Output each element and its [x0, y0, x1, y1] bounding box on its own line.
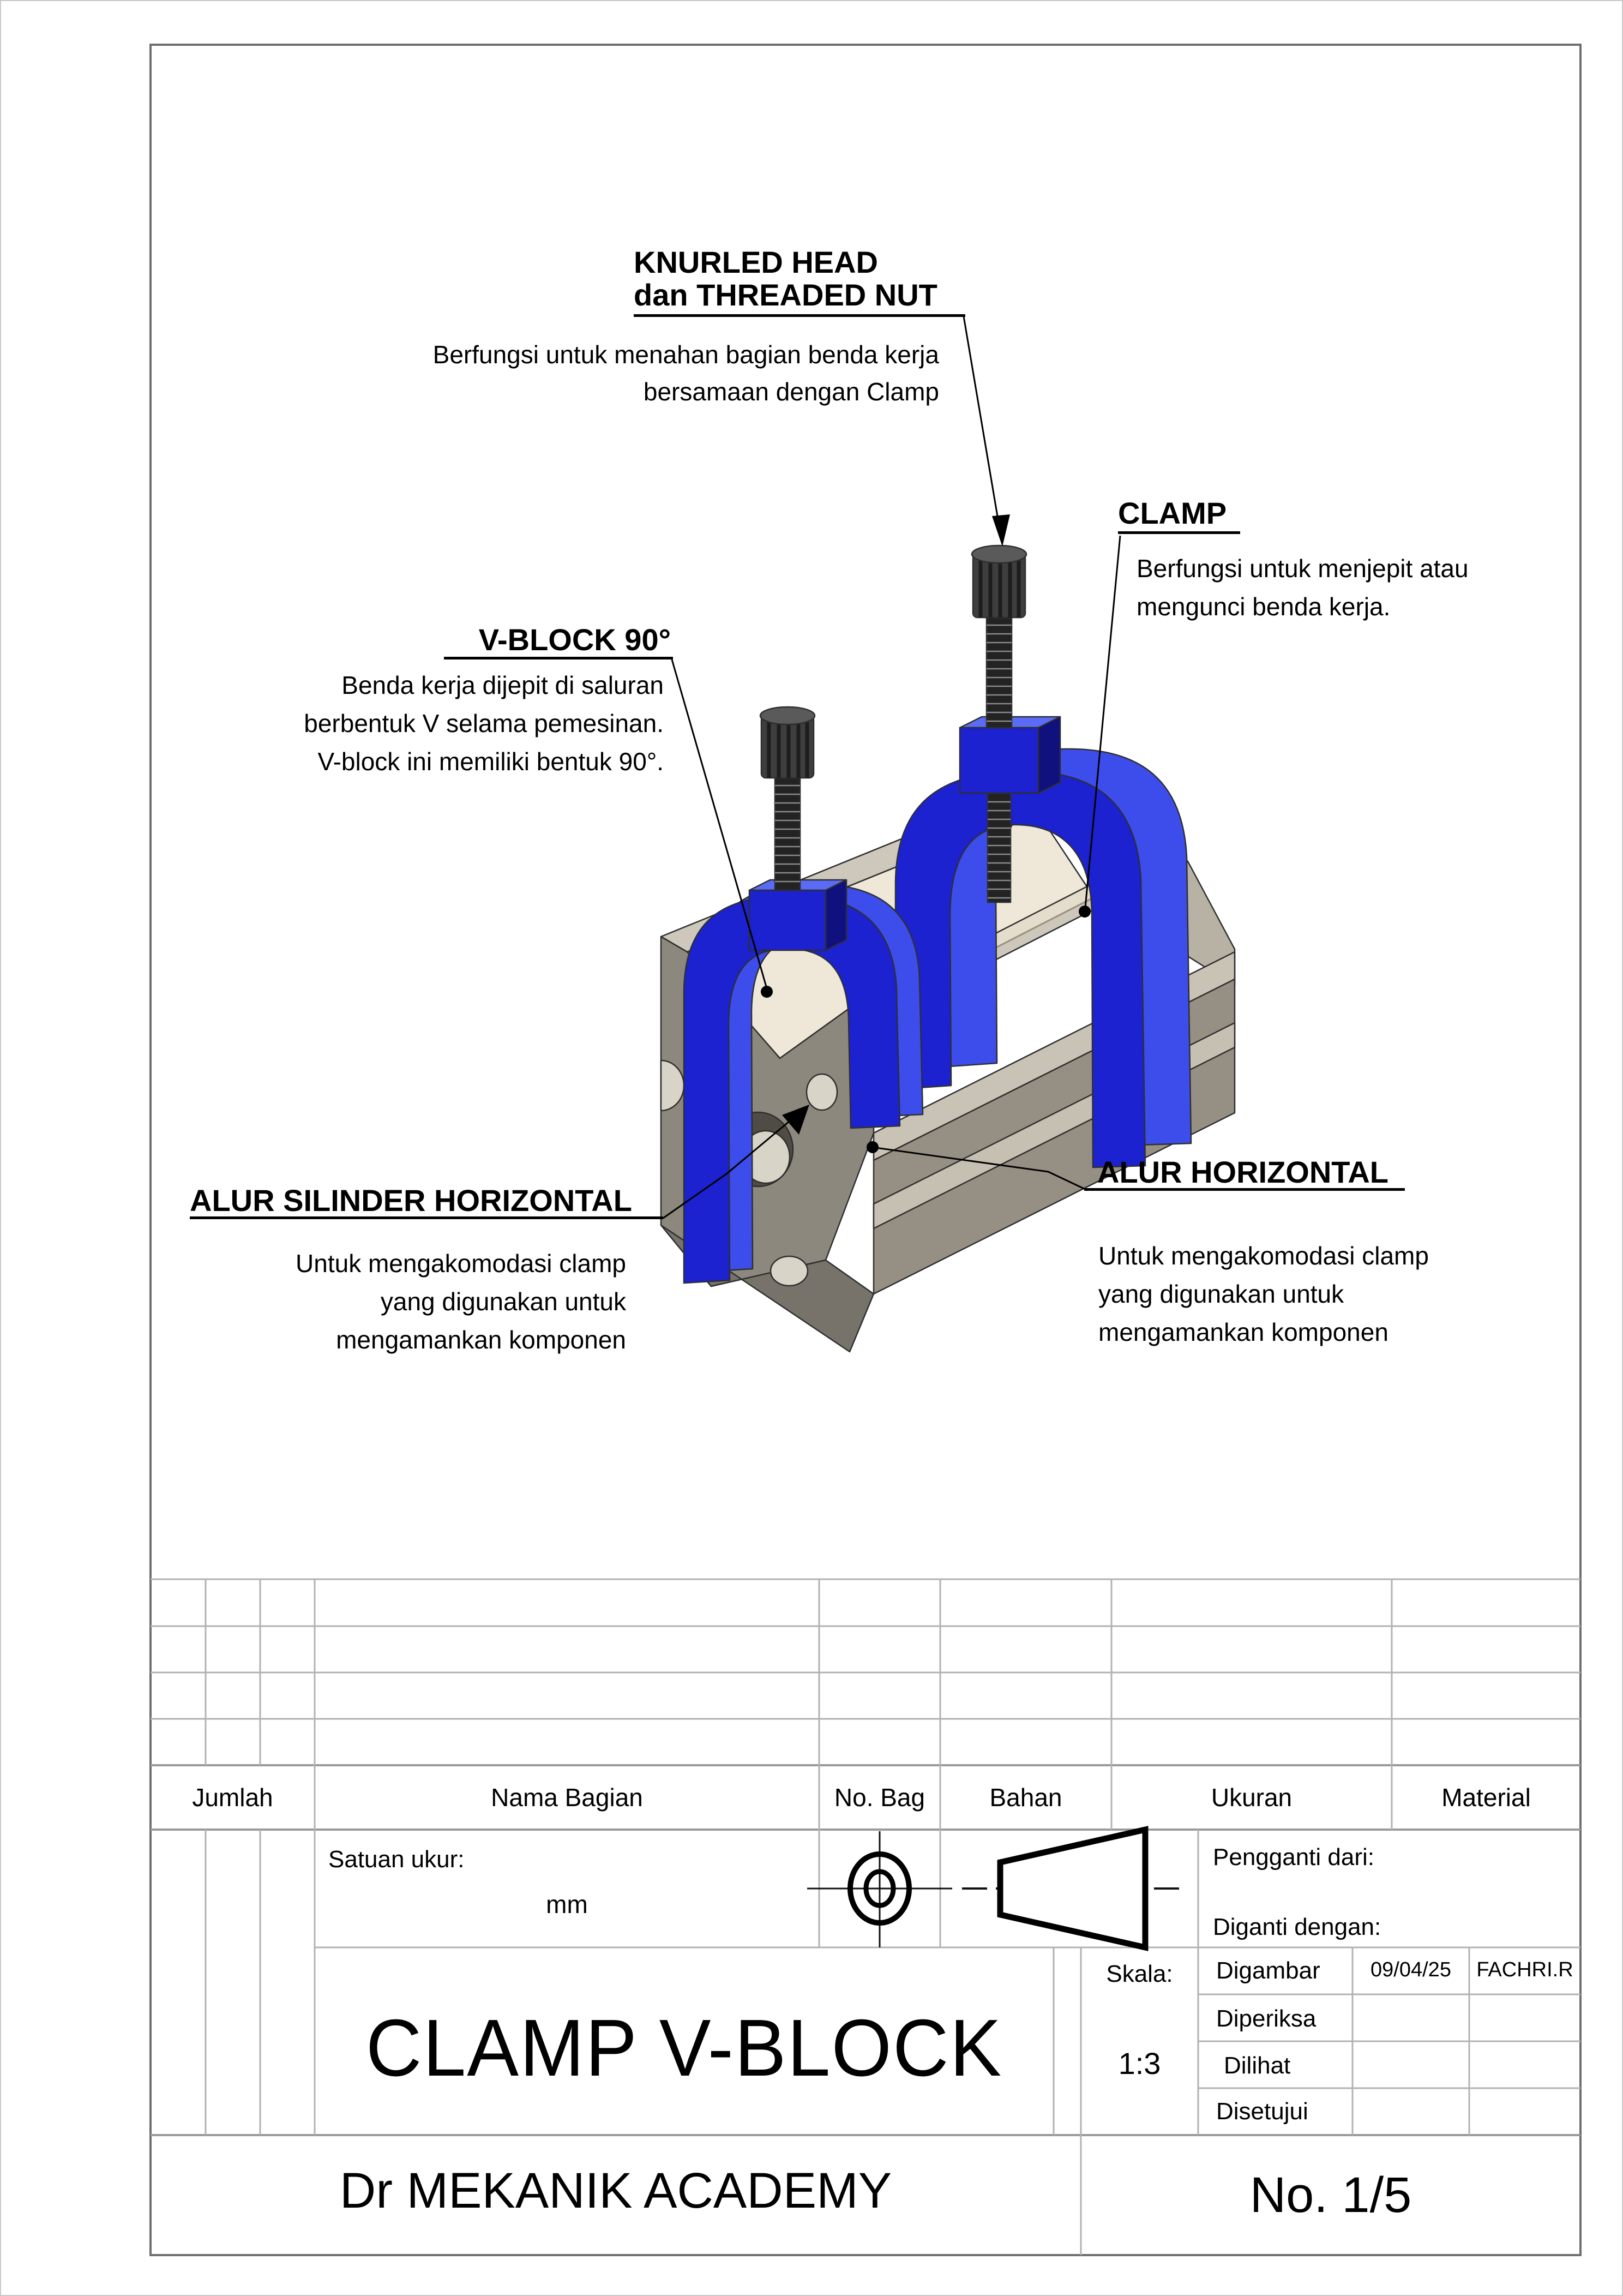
title-block-grid	[151, 1578, 1580, 2255]
callout-alur-silinder-desc-line1: Untuk mengakomodasi clamp	[296, 1249, 626, 1278]
callout-knurled-desc-line2: bersamaan dengan Clamp	[643, 377, 939, 406]
sheet-number: No. 1/5	[1249, 2167, 1412, 2223]
projection-symbol-circles	[807, 1831, 952, 1947]
clamp-left	[683, 706, 924, 1284]
callout-alur-horizontal-title: ALUR HORIZONTAL	[1097, 1155, 1388, 1189]
leader-clamp-dot	[1079, 906, 1091, 918]
sheet-frame	[149, 44, 1582, 2256]
callout-alur-horizontal-underline	[1084, 1188, 1405, 1191]
callout-alur-silinder-title: ALUR SILINDER HORIZONTAL	[190, 1183, 632, 1218]
callout-alur-horizontal-desc-line3: mengamankan komponen	[1098, 1318, 1388, 1346]
header-nama-bagian: Nama Bagian	[491, 1783, 643, 1812]
callout-alur-horizontal-desc-line2: yang digunakan untuk	[1098, 1280, 1344, 1308]
callout-knurled-underline	[634, 314, 965, 317]
clamp-left-boss-front	[748, 889, 827, 951]
leader-vblock	[671, 659, 768, 989]
callout-knurled-title-line2: dan THREADED NUT	[634, 278, 937, 312]
skala-label: Skala:	[1106, 1961, 1173, 1987]
clamp-left-knurled-head	[759, 706, 816, 779]
callout-vblock-desc-line1: Benda kerja dijepit di saluran	[341, 671, 664, 699]
projection-symbol-cone	[962, 1826, 1179, 1951]
pengganti-dari-label: Pengganti dari:	[1213, 1844, 1374, 1871]
leader-clamp	[1084, 535, 1121, 908]
callout-vblock-desc-line3: V-block ini memiliki bentuk 90°.	[317, 747, 664, 776]
clamp-right-screw-shaft	[985, 616, 1013, 729]
callout-clamp-title: CLAMP	[1118, 496, 1227, 530]
leader-alur-silinder-arrowhead	[782, 1105, 809, 1135]
digambar-name: FACHRI.R	[1476, 1958, 1573, 1981]
callout-vblock-underline	[444, 657, 673, 660]
header-material: Material	[1441, 1783, 1531, 1812]
clamp-right-screw-lower-thread	[987, 792, 1012, 903]
callout-vblock-title: V-BLOCK 90°	[478, 622, 671, 657]
clamp-right-knurled-head	[971, 544, 1027, 619]
row-diperiksa-label: Diperiksa	[1216, 2005, 1317, 2032]
clamp-right-boss-side	[1037, 716, 1061, 794]
callout-alur-silinder-desc-line3: mengamankan komponen	[336, 1326, 626, 1354]
leader-alur-horizontal	[875, 1147, 1088, 1191]
satuan-ukur-value: mm	[546, 1890, 588, 1919]
leader-alur-silinder	[663, 1117, 794, 1219]
clamp-right-boss-front	[959, 727, 1039, 794]
leader-vblock-dot	[761, 986, 773, 998]
vblock-silinder-notch-bottom	[770, 1255, 809, 1287]
digambar-date: 09/04/25	[1370, 1958, 1451, 1981]
header-bahan: Bahan	[989, 1783, 1062, 1812]
isometric-vblock-model	[660, 544, 1236, 1353]
callout-alur-silinder-underline	[190, 1216, 663, 1219]
clamp-left-screw-shaft	[774, 777, 801, 891]
callout-alur-silinder-desc-line2: yang digunakan untuk	[380, 1287, 626, 1316]
diganti-dengan-label: Diganti dengan:	[1213, 1914, 1381, 1940]
callout-clamp-desc-line2: mengunci benda kerja.	[1137, 592, 1391, 621]
header-jumlah: Jumlah	[192, 1783, 273, 1812]
company-name: Dr MEKANIK ACADEMY	[339, 2163, 892, 2219]
header-no-bag: No. Bag	[834, 1783, 925, 1812]
clamp-right-front-face	[894, 770, 1146, 1168]
callout-clamp-desc-line1: Berfungsi untuk menjepit atau	[1137, 554, 1469, 583]
row-disetujui-label: Disetujui	[1216, 2098, 1308, 2125]
row-dilihat-label: Dilihat	[1224, 2052, 1291, 2079]
header-ukuran: Ukuran	[1211, 1783, 1293, 1812]
leader-alur-horizontal-dot	[867, 1141, 879, 1153]
clamp-left-boss-side	[825, 879, 847, 951]
callout-vblock-desc-line2: berbentuk V selama pemesinan.	[304, 709, 664, 738]
callout-knurled-desc-line1: Berfungsi untuk menahan bagian benda ker…	[432, 340, 939, 369]
leader-knurled-arrowhead	[992, 514, 1010, 547]
row-digambar-label: Digambar	[1216, 1957, 1320, 1984]
vblock-silinder-notch-mid	[806, 1073, 838, 1111]
callout-knurled-title-line1: KNURLED HEAD	[634, 245, 878, 279]
satuan-ukur-label: Satuan ukur:	[328, 1846, 465, 1873]
callout-clamp-underline	[1118, 531, 1240, 534]
skala-value: 1:3	[1118, 2046, 1161, 2081]
leader-knurled	[963, 316, 1001, 530]
callout-alur-horizontal-desc-line1: Untuk mengakomodasi clamp	[1098, 1242, 1429, 1270]
clamp-left-front-face	[683, 895, 901, 1284]
drawing-title: CLAMP V-BLOCK	[365, 2003, 1003, 2093]
leader-lines	[663, 316, 1121, 1219]
clamp-right	[894, 544, 1192, 1168]
